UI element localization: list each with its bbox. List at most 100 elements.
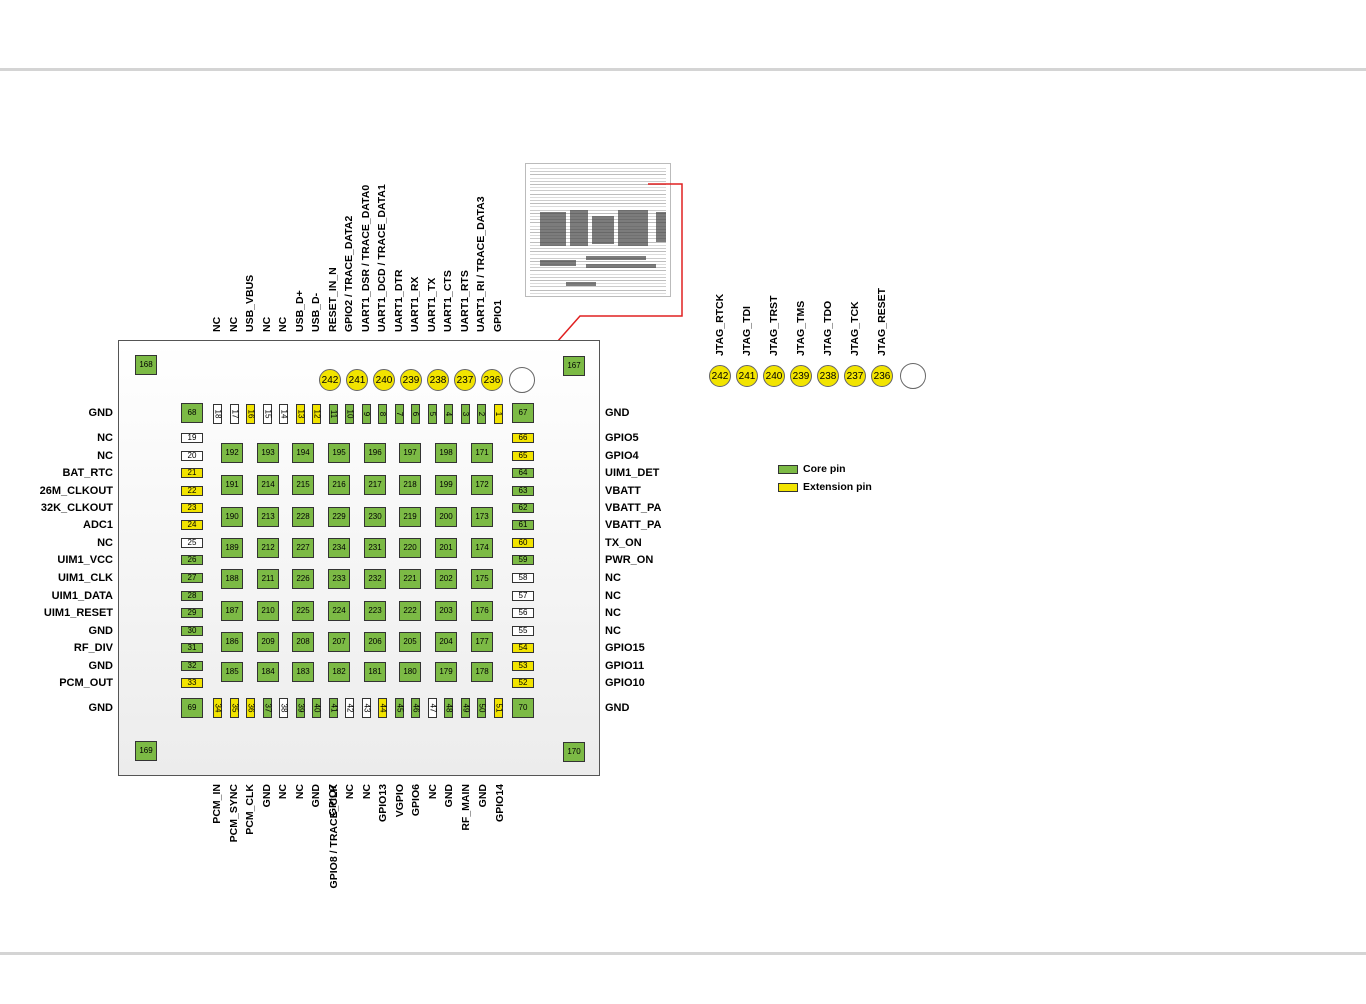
inner-pad-210: 210: [257, 601, 279, 621]
left-pad-28: 28: [181, 591, 203, 601]
bottom-pad-44: 44: [378, 698, 388, 718]
bottom-pin-label: GND: [443, 784, 455, 808]
right-pad-56: 56: [512, 608, 534, 618]
bottom-pin-label: GND: [310, 784, 322, 808]
inner-pad-206: 206: [364, 632, 386, 652]
bottom-pad-41: 41: [328, 698, 338, 718]
right-pad-62: 62: [512, 503, 534, 513]
inner-pad-223: 223: [364, 601, 386, 621]
bottom-pin-label: GPIO14: [493, 784, 506, 822]
inner-pad-177: 177: [471, 632, 493, 652]
bottom-pad-45: 45: [394, 698, 404, 718]
inner-pad-214: 214: [257, 475, 279, 495]
top-pin-label: USB_VBUS: [244, 274, 256, 332]
thumbnail-line: [530, 289, 666, 291]
thumbnail-block: [540, 212, 566, 246]
thumbnail-line: [530, 203, 666, 205]
bottom-pin-label: NC: [426, 784, 439, 800]
left-pin-label: 32K_CLKOUT: [40, 502, 113, 514]
left-pad-23: 23: [181, 503, 203, 513]
bottom-pin-label: PCM_SYNC: [227, 784, 240, 843]
legend-core-label: Core pin: [803, 463, 846, 475]
bottom-pin-label: RF_MAIN: [460, 784, 472, 831]
inner-pad-225: 225: [292, 601, 314, 621]
inner-pad-202: 202: [435, 569, 457, 589]
inner-pad-216: 216: [328, 475, 350, 495]
jtag-pin-label: JTAG_TRST: [768, 295, 780, 356]
test-point-238: 238: [427, 369, 449, 391]
inner-pad-188: 188: [221, 569, 243, 589]
top-pad-14: 14: [279, 404, 289, 424]
right-pin-label: GPIO15: [605, 642, 645, 654]
jtag-test-point-240: 240: [763, 365, 785, 387]
inner-pad-174: 174: [471, 538, 493, 558]
thumbnail-line: [530, 244, 666, 246]
thumbnail-line: [530, 180, 666, 182]
right-pad-60: 60: [512, 538, 534, 548]
top-pin-label: RESET_IN_N: [326, 267, 339, 332]
thumbnail-line: [530, 190, 666, 192]
top-pad-18: 18: [213, 404, 223, 424]
thumbnail-line: [530, 248, 666, 249]
inner-pad-220: 220: [399, 538, 421, 558]
bottom-pad-35: 35: [229, 698, 239, 718]
right-pad-57: 57: [512, 591, 534, 601]
left-pin-label: UIM1_CLK: [57, 572, 113, 584]
left-pad-31: 31: [181, 643, 203, 653]
inner-pad-204: 204: [435, 632, 457, 652]
bottom-pad-39: 39: [295, 698, 305, 718]
inner-pad-201: 201: [435, 538, 457, 558]
inner-pad-211: 211: [257, 569, 279, 589]
top-pad-13: 13: [295, 404, 305, 424]
inner-pad-203: 203: [435, 601, 457, 621]
inner-pad-181: 181: [364, 662, 386, 682]
top-pin-label: USB_D-: [310, 292, 322, 332]
right-pin-label: NC: [605, 572, 621, 584]
inner-pad-199: 199: [435, 475, 457, 495]
top-pad-3: 3: [460, 404, 470, 424]
inner-pad-186: 186: [221, 632, 243, 652]
left-pad-25: 25: [181, 538, 203, 548]
bottom-pad-34: 34: [213, 698, 223, 718]
top-pin-label: GPIO2 / TRACE_DATA2: [343, 215, 355, 332]
right-pad-52: 52: [512, 678, 534, 688]
jtag-pin-label: JTAG_TMS: [795, 300, 807, 356]
inner-pad-227: 227: [292, 538, 314, 558]
inner-pad-191: 191: [221, 475, 243, 495]
bottom-pin-label: PCM_IN: [211, 784, 223, 824]
top-pin-label: UART1_RTS: [458, 270, 471, 332]
inner-pad-184: 184: [257, 662, 279, 682]
thumbnail-line: [530, 292, 666, 294]
thumbnail-block: [586, 264, 656, 268]
inner-pad-182: 182: [328, 662, 350, 682]
top-pin-label: UART1_TX: [425, 277, 438, 332]
inner-pad-217: 217: [364, 475, 386, 495]
left-pad-69: 69: [181, 698, 203, 718]
pinout-detail-thumbnail: [525, 163, 671, 297]
right-pin-label: GPIO5: [605, 432, 639, 444]
jtag-test-point-241: 241: [736, 365, 758, 387]
top-pin-label: NC: [211, 316, 223, 332]
left-pin-label: GND: [88, 702, 113, 714]
inner-pad-198: 198: [435, 443, 457, 463]
jtag-pin-label: JTAG_TCK: [849, 301, 861, 356]
left-pad-20: 20: [181, 451, 203, 461]
inner-pad-173: 173: [471, 507, 493, 527]
inner-pad-231: 231: [364, 538, 386, 558]
right-pad-54: 54: [512, 643, 534, 653]
thumbnail-line: [530, 280, 666, 281]
top-pad-11: 11: [328, 404, 338, 424]
thumbnail-line: [530, 177, 666, 179]
inner-pad-215: 215: [292, 475, 314, 495]
left-pin-label: ADC1: [83, 519, 113, 531]
thumbnail-line: [530, 184, 666, 185]
bottom-pad-46: 46: [411, 698, 421, 718]
inner-pad-218: 218: [399, 475, 421, 495]
left-pin-label: NC: [97, 450, 113, 462]
bottom-pin-label: VGPIO: [393, 784, 406, 818]
top-pad-15: 15: [262, 404, 272, 424]
right-pad-65: 65: [512, 451, 534, 461]
test-point-key: [509, 367, 535, 393]
inner-pad-196: 196: [364, 443, 386, 463]
thumbnail-line: [530, 187, 666, 189]
